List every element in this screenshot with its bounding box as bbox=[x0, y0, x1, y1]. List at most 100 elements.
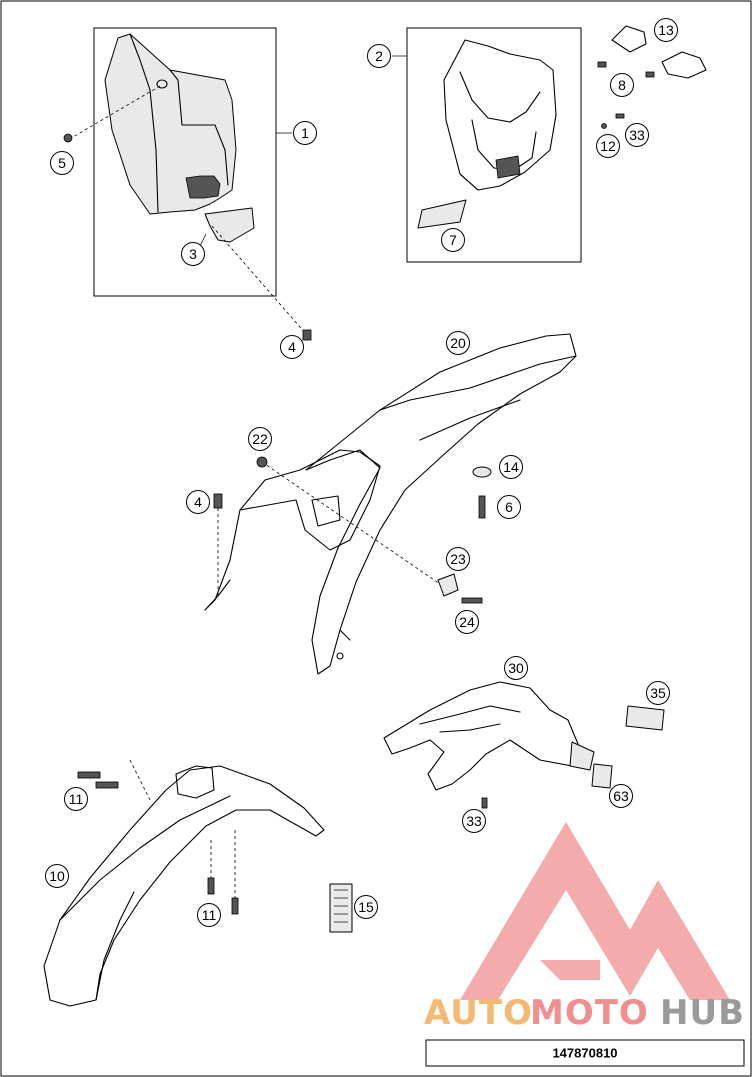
pad-63 bbox=[591, 763, 613, 789]
callout-label: 1 bbox=[301, 125, 309, 141]
callout-label: 6 bbox=[505, 499, 513, 515]
assembly-box-2 bbox=[406, 27, 582, 263]
callout-circle bbox=[354, 895, 378, 919]
callout-c63: 63 bbox=[609, 784, 633, 808]
callout-circle bbox=[504, 656, 528, 680]
callout-c30: 30 bbox=[504, 656, 528, 680]
callout-circle bbox=[64, 787, 88, 811]
rear-fender-20 bbox=[305, 333, 577, 675]
callout-circle bbox=[280, 335, 304, 359]
side-panel-bracket bbox=[204, 449, 381, 611]
callout-circle bbox=[446, 547, 470, 571]
callout-label: 22 bbox=[252, 431, 268, 447]
callout-circle bbox=[646, 681, 670, 705]
callout-circle bbox=[455, 610, 479, 634]
bolt-6 bbox=[478, 495, 486, 519]
callout-c24: 24 bbox=[455, 610, 479, 634]
callout-circle bbox=[625, 123, 649, 147]
callout-label: 33 bbox=[466, 813, 482, 829]
screw-12-33 bbox=[601, 113, 625, 129]
watermark-text-auto: AUTO bbox=[424, 993, 533, 1033]
callout-label: 33 bbox=[629, 127, 645, 143]
callout-circle bbox=[596, 134, 620, 158]
callout-label: 63 bbox=[613, 788, 629, 804]
callout-circle bbox=[609, 784, 633, 808]
callout-c8: 8 bbox=[610, 73, 634, 97]
reflector-35 bbox=[625, 705, 665, 731]
callout-circle bbox=[248, 427, 272, 451]
callout-c5: 5 bbox=[50, 151, 74, 175]
callout-label: 13 bbox=[658, 22, 674, 38]
callout-circle bbox=[499, 455, 523, 479]
callout-circle bbox=[610, 73, 634, 97]
callout-c7: 7 bbox=[441, 228, 465, 252]
callout-label: 11 bbox=[69, 791, 84, 807]
callout-label: 12 bbox=[600, 138, 616, 154]
callout-label: 15 bbox=[358, 899, 374, 915]
grommet-14 bbox=[472, 466, 492, 478]
callout-c11b: 11 bbox=[197, 903, 221, 927]
callout-c33a: 33 bbox=[625, 123, 649, 147]
callout-label: 10 bbox=[49, 868, 65, 884]
bolt-11-top bbox=[77, 771, 119, 789]
callout-circle bbox=[181, 242, 205, 266]
filter-15 bbox=[329, 883, 353, 933]
callout-circle bbox=[50, 151, 74, 175]
screw-33 bbox=[481, 797, 488, 809]
drawing-number: 147870810 bbox=[552, 1046, 617, 1061]
drawing-number-box bbox=[425, 1039, 745, 1067]
callout-c22: 22 bbox=[248, 427, 272, 451]
headlight-mask-left bbox=[104, 33, 237, 215]
decal-7 bbox=[417, 199, 467, 229]
callout-label: 35 bbox=[650, 685, 666, 701]
callout-label: 20 bbox=[450, 335, 466, 351]
callout-c1: 1 bbox=[293, 121, 317, 145]
callout-label: 23 bbox=[450, 551, 466, 567]
leader-11-top bbox=[129, 759, 151, 801]
clamp-13 bbox=[611, 25, 707, 79]
callout-c13: 13 bbox=[654, 18, 678, 42]
callout-c2: 2 bbox=[367, 44, 391, 68]
callout-circle bbox=[45, 864, 69, 888]
callout-circle bbox=[441, 228, 465, 252]
screw-4-top bbox=[302, 329, 312, 341]
callout-c6: 6 bbox=[497, 495, 521, 519]
callout-c20: 20 bbox=[446, 331, 470, 355]
leader-4-top bbox=[211, 225, 307, 335]
screw-5 bbox=[63, 133, 73, 143]
leader-3 bbox=[199, 233, 207, 247]
callout-c33b: 33 bbox=[462, 809, 486, 833]
callout-circle bbox=[497, 495, 521, 519]
callout-c15: 15 bbox=[354, 895, 378, 919]
callout-circle bbox=[462, 809, 486, 833]
callout-group: 1234456781011111213141520222324303333356… bbox=[45, 18, 678, 927]
callout-label: 24 bbox=[459, 614, 475, 630]
nut-22 bbox=[256, 456, 268, 468]
callout-c3: 3 bbox=[181, 242, 205, 266]
watermark-text-moto: MOTO bbox=[530, 993, 649, 1033]
leader-5 bbox=[72, 85, 161, 138]
watermark-logo bbox=[460, 822, 730, 1000]
callout-c23: 23 bbox=[446, 547, 470, 571]
callout-label: 11 bbox=[202, 907, 217, 923]
watermark-text: AUTO MOTO HUB bbox=[424, 993, 744, 1033]
callout-label: 3 bbox=[189, 246, 197, 262]
callout-circle bbox=[293, 121, 317, 145]
callout-c10: 10 bbox=[45, 864, 69, 888]
headlight-mask-right bbox=[443, 39, 557, 191]
number-plate-holder-30 bbox=[383, 681, 595, 791]
callout-circle bbox=[367, 44, 391, 68]
callout-label: 4 bbox=[288, 339, 296, 355]
callout-circle bbox=[446, 331, 470, 355]
bushing-23 bbox=[437, 573, 459, 597]
callout-label: 30 bbox=[508, 660, 524, 676]
callout-label: 8 bbox=[618, 77, 626, 93]
mask-plate-3 bbox=[204, 207, 255, 243]
callout-c11a: 11 bbox=[64, 787, 88, 811]
assembly-box-1 bbox=[93, 27, 277, 297]
callout-c12: 12 bbox=[596, 134, 620, 158]
front-fender-10 bbox=[43, 765, 325, 1007]
callout-label: 2 bbox=[375, 48, 383, 64]
